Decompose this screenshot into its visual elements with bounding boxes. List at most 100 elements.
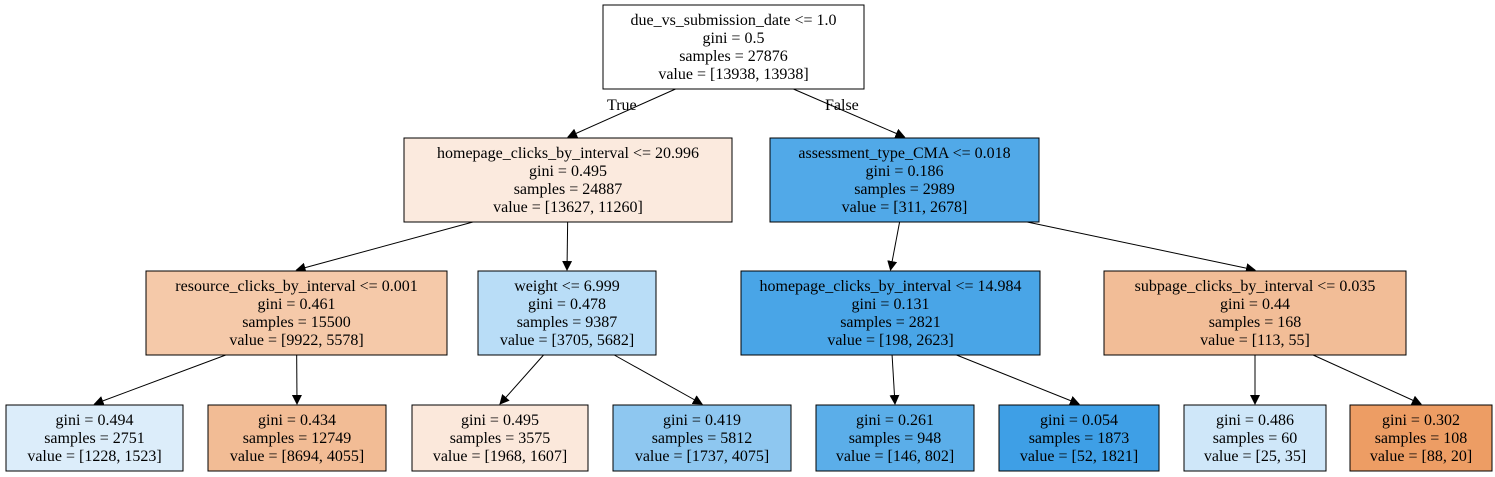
- node-line: samples = 2751: [44, 430, 145, 447]
- node-line: gini = 0.5: [703, 30, 765, 47]
- node-box: [602, 4, 865, 90]
- node-line: gini = 0.478: [528, 296, 606, 313]
- tree-node-n3: resource_clicks_by_interval <= 0.001gini…: [145, 270, 448, 356]
- node-box: [145, 270, 448, 356]
- edge-n1-n3: [295, 221, 474, 273]
- node-line: gini = 0.494: [56, 412, 134, 429]
- node-line: samples = 24887: [514, 181, 623, 198]
- edge-root-n2: [793, 88, 906, 139]
- node-line: gini = 0.495: [529, 163, 607, 180]
- tree-node-n6: subpage_clicks_by_interval <= 0.035gini …: [1103, 270, 1407, 356]
- node-line: value = [311, 2678]: [842, 199, 968, 216]
- node-line: value = [88, 20]: [1370, 448, 1472, 465]
- edge-labels-layer: True False: [607, 97, 859, 114]
- edge-n1-n4: [562, 221, 573, 271]
- node-line: value = [13627, 11260]: [493, 199, 643, 216]
- node-line: gini = 0.302: [1382, 412, 1460, 429]
- node-line: samples = 5812: [652, 430, 753, 447]
- node-line: value = [146, 802]: [836, 448, 954, 465]
- node-box: [477, 270, 657, 356]
- edge-n2-n5: [887, 221, 901, 271]
- node-line: value = [52, 1821]: [1020, 448, 1138, 465]
- node-line: samples = 1873: [1029, 430, 1130, 447]
- node-box: [411, 404, 589, 472]
- node-line: samples = 9387: [517, 314, 618, 331]
- node-box: [612, 404, 792, 472]
- node-box: [5, 404, 184, 472]
- node-line: gini = 0.44: [1220, 296, 1290, 313]
- node-box: [998, 404, 1160, 472]
- node-line: value = [1737, 4075]: [635, 448, 769, 465]
- node-line: samples = 12749: [243, 430, 352, 447]
- edge-label-true: True: [607, 97, 637, 114]
- node-line: due_vs_submission_date <= 1.0: [630, 12, 836, 29]
- node-line: gini = 0.186: [866, 163, 944, 180]
- node-line: samples = 3575: [450, 430, 551, 447]
- node-line: samples = 948: [849, 430, 942, 447]
- edge-n3-n7: [93, 354, 226, 406]
- node-line: value = [1968, 1607]: [433, 448, 567, 465]
- node-line: value = [13938, 13938]: [658, 66, 808, 83]
- node-line: gini = 0.261: [856, 412, 934, 429]
- edge-root-n1: [567, 88, 676, 138]
- node-box: [1183, 404, 1327, 472]
- node-line: samples = 27876: [679, 48, 788, 65]
- node-line: value = [113, 55]: [1200, 332, 1310, 349]
- node-line: gini = 0.131: [852, 296, 930, 313]
- node-line: resource_clicks_by_interval <= 0.001: [175, 278, 417, 295]
- node-line: samples = 60: [1213, 430, 1298, 447]
- edge-n5-n11: [889, 354, 900, 405]
- node-box: [815, 404, 975, 472]
- tree-node-n5: homepage_clicks_by_interval <= 14.984gin…: [740, 270, 1041, 356]
- node-line: homepage_clicks_by_interval <= 14.984: [760, 278, 1022, 295]
- node-line: gini = 0.486: [1216, 412, 1294, 429]
- node-line: value = [9922, 5578]: [229, 332, 363, 349]
- node-line: homepage_clicks_by_interval <= 20.996: [437, 145, 699, 162]
- node-line: weight <= 6.999: [514, 278, 620, 295]
- node-line: gini = 0.495: [461, 412, 539, 429]
- node-line: subpage_clicks_by_interval <= 0.035: [1135, 278, 1376, 295]
- node-box: [1349, 404, 1493, 472]
- node-line: samples = 2989: [854, 181, 955, 198]
- node-line: value = [1228, 1523]: [27, 448, 161, 465]
- edge-n5-n12: [956, 354, 1080, 406]
- edge-n2-n6: [1027, 221, 1256, 274]
- edge-label-false: False: [825, 97, 859, 114]
- node-box: [207, 404, 387, 472]
- node-line: assessment_type_CMA <= 0.018: [798, 145, 1010, 162]
- edge-n4-n9: [499, 354, 544, 405]
- node-line: value = [198, 2623]: [827, 332, 953, 349]
- edge-n4-n10: [614, 354, 703, 405]
- node-line: samples = 108: [1375, 430, 1468, 447]
- node-line: gini = 0.461: [258, 296, 336, 313]
- node-line: value = [8694, 4055]: [230, 448, 364, 465]
- node-box: [740, 270, 1041, 356]
- node-line: samples = 15500: [242, 314, 351, 331]
- node-line: gini = 0.054: [1040, 412, 1118, 429]
- node-line: samples = 2821: [840, 314, 941, 331]
- node-line: value = [3705, 5682]: [500, 332, 634, 349]
- node-box: [403, 137, 733, 223]
- edge-n6-n14: [1312, 354, 1422, 405]
- node-line: value = [25, 35]: [1204, 448, 1306, 465]
- edges-layer: [93, 88, 1422, 406]
- node-line: samples = 168: [1209, 314, 1302, 331]
- tree-node-n1: homepage_clicks_by_interval <= 20.996gin…: [403, 137, 733, 223]
- node-box: [769, 137, 1040, 223]
- node-line: gini = 0.434: [258, 412, 336, 429]
- node-line: gini = 0.419: [663, 412, 741, 429]
- node-box: [1103, 270, 1407, 356]
